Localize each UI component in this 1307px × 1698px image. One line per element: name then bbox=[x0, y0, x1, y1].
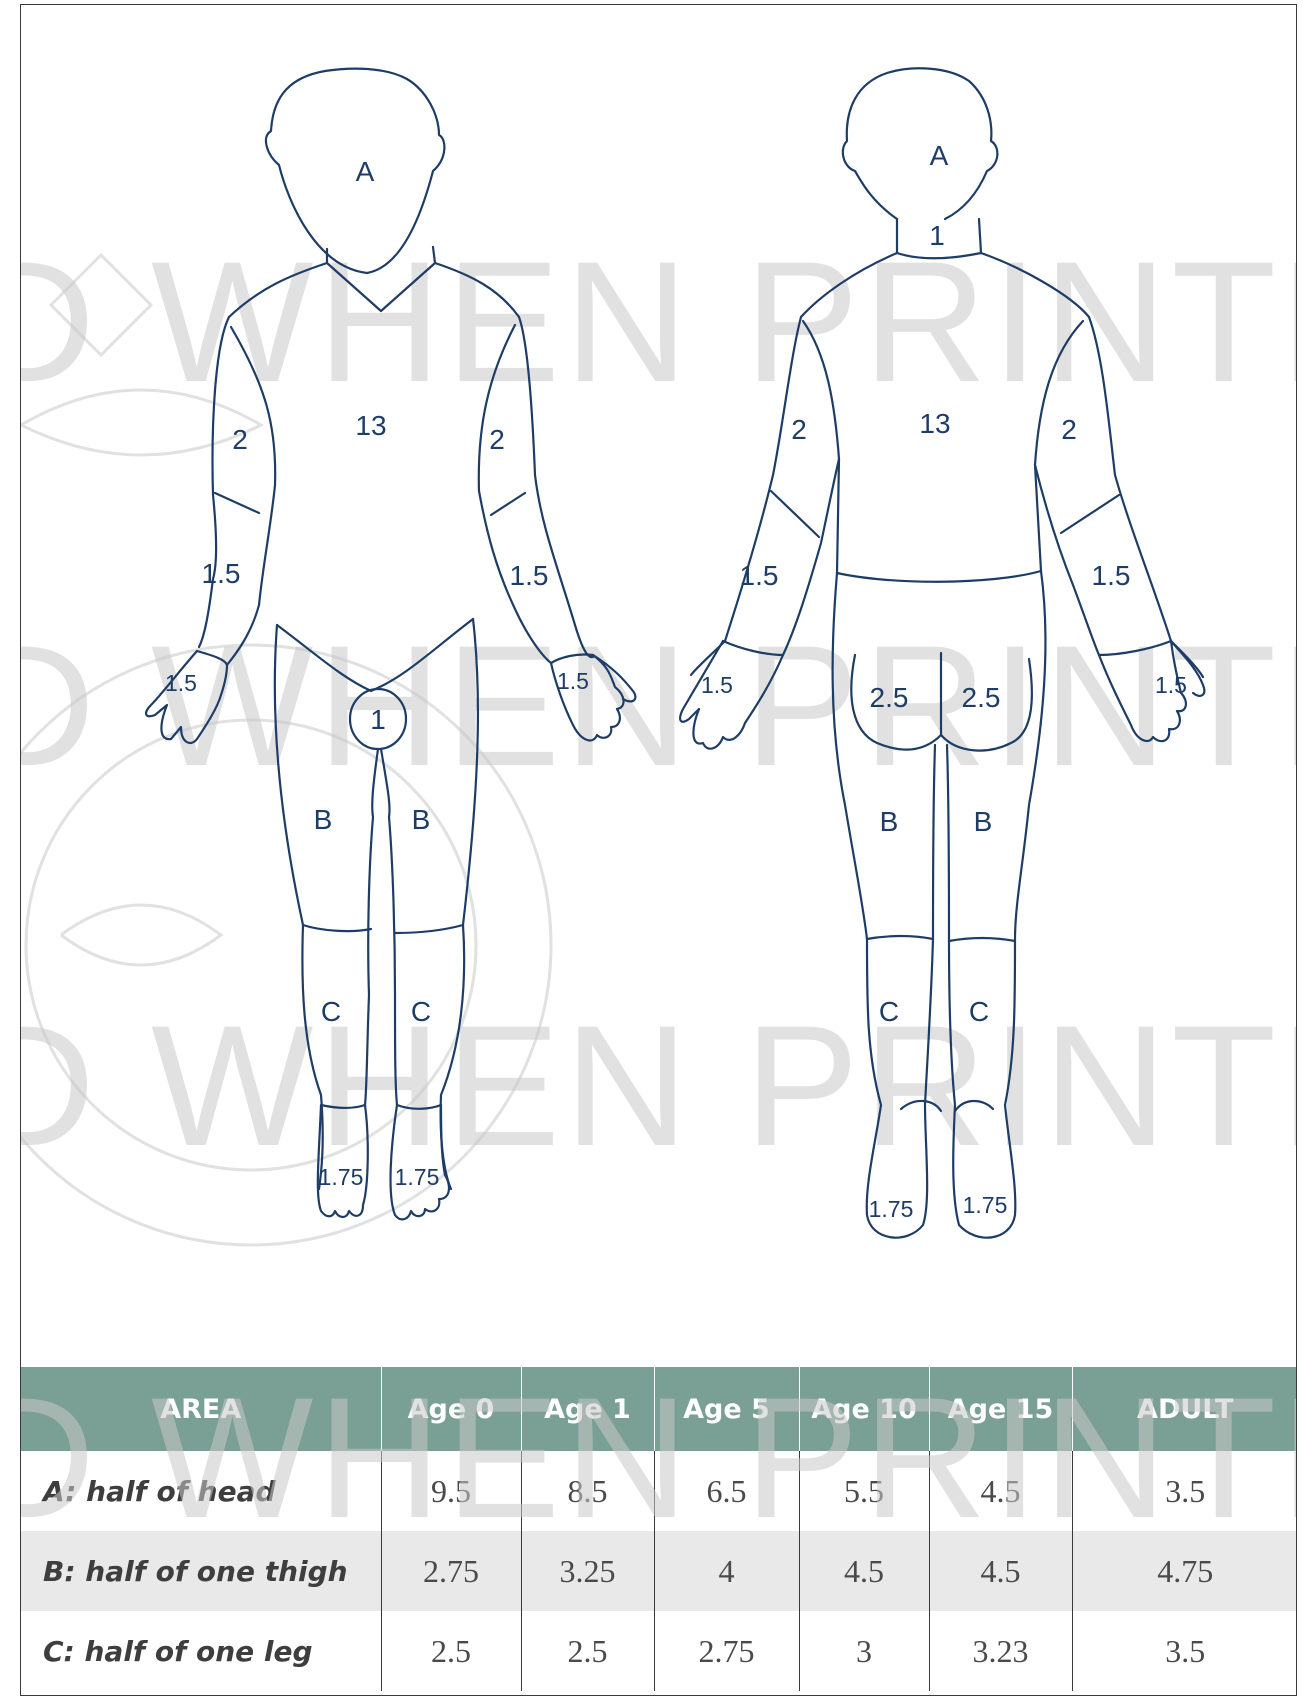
front-knee-right bbox=[303, 925, 371, 931]
printed-watermark: D WHEN PRINTED D WHEN PRINTED D WHEN PRI… bbox=[21, 226, 1297, 1182]
back-label-forearm-left: 1.5 bbox=[740, 560, 779, 591]
burn-area-table: AREA Age 0 Age 1 Age 5 Age 10 Age 15 ADU… bbox=[21, 1367, 1297, 1691]
front-label-foot-left: 1.75 bbox=[395, 1164, 440, 1190]
front-label-head: A bbox=[356, 156, 375, 187]
table-cell: 6.5 bbox=[654, 1451, 799, 1531]
front-label-forearm-left: 1.5 bbox=[510, 560, 549, 591]
front-label-thigh-right: B bbox=[314, 804, 333, 835]
front-label-leg-left: C bbox=[411, 996, 431, 1027]
back-head-outline bbox=[843, 68, 998, 219]
back-elbow-left bbox=[771, 491, 819, 537]
table-header-row: AREA Age 0 Age 1 Age 5 Age 10 Age 15 ADU… bbox=[21, 1367, 1297, 1451]
front-label-foot-right: 1.75 bbox=[319, 1164, 364, 1190]
table-row: C: half of one leg 2.5 2.5 2.75 3 3.23 3… bbox=[21, 1611, 1297, 1691]
front-label-thigh-left: B bbox=[412, 804, 431, 835]
watermark-text: D WHEN PRINTED bbox=[21, 610, 1297, 802]
back-knee-left bbox=[867, 936, 933, 939]
table-cell: 4.75 bbox=[1072, 1531, 1297, 1611]
front-label-upper-arm-left: 2 bbox=[489, 424, 505, 455]
table-cell: 4.5 bbox=[929, 1531, 1072, 1611]
back-label-trunk: 13 bbox=[919, 408, 950, 439]
back-label-upper-arm-left: 2 bbox=[791, 414, 807, 445]
back-label-hand-left: 1.5 bbox=[701, 672, 733, 698]
front-label-trunk: 13 bbox=[355, 410, 386, 441]
table-cell: 4.5 bbox=[799, 1531, 929, 1611]
table-row: B: half of one thigh 2.75 3.25 4 4.5 4.5… bbox=[21, 1531, 1297, 1611]
table-cell: 4.5 bbox=[929, 1451, 1072, 1531]
front-label-hand-left: 1.5 bbox=[557, 668, 589, 694]
table-cell: 2.75 bbox=[381, 1531, 521, 1611]
back-label-upper-arm-right: 2 bbox=[1061, 414, 1077, 445]
table-cell: 3.25 bbox=[521, 1531, 654, 1611]
table-cell: 2.75 bbox=[654, 1611, 799, 1691]
back-label-buttock-left: 2.5 bbox=[870, 682, 909, 713]
back-elbow-right bbox=[1061, 495, 1119, 533]
front-elbow-line-left bbox=[491, 493, 525, 515]
back-waist-line bbox=[837, 571, 1041, 582]
header-age-15: Age 15 bbox=[929, 1367, 1072, 1451]
watermark-text: D WHEN PRINTED bbox=[21, 990, 1297, 1182]
front-label-forearm-right: 1.5 bbox=[202, 558, 241, 589]
back-label-hand-right: 1.5 bbox=[1155, 672, 1187, 698]
header-age-5: Age 5 bbox=[654, 1367, 799, 1451]
header-age-10: Age 10 bbox=[799, 1367, 929, 1451]
front-elbow-line-right bbox=[215, 493, 259, 513]
back-label-leg-left: C bbox=[879, 996, 899, 1027]
back-label-forearm-right: 1.5 bbox=[1092, 560, 1131, 591]
table-cell: 5.5 bbox=[799, 1451, 929, 1531]
header-adult: ADULT bbox=[1072, 1367, 1297, 1451]
back-label-thigh-right: B bbox=[974, 806, 993, 837]
table-cell: 8.5 bbox=[521, 1451, 654, 1531]
row-area-label: A: half of head bbox=[21, 1451, 381, 1531]
table-cell: 3.23 bbox=[929, 1611, 1072, 1691]
table-cell: 3.5 bbox=[1072, 1611, 1297, 1691]
back-label-buttock-right: 2.5 bbox=[962, 682, 1001, 713]
front-label-hand-right: 1.5 bbox=[165, 670, 197, 696]
back-label-foot-right: 1.75 bbox=[963, 1192, 1008, 1218]
front-label-genitals: 1 bbox=[370, 704, 386, 735]
back-knee-right bbox=[949, 938, 1015, 941]
table-cell: 3 bbox=[799, 1611, 929, 1691]
front-label-leg-right: C bbox=[321, 996, 341, 1027]
front-label-upper-arm-right: 2 bbox=[232, 424, 248, 455]
back-label-foot-left: 1.75 bbox=[869, 1196, 914, 1222]
back-trunk-left bbox=[837, 459, 839, 573]
row-area-label: B: half of one thigh bbox=[21, 1531, 381, 1611]
table-cell: 3.5 bbox=[1072, 1451, 1297, 1531]
back-label-thigh-left: B bbox=[880, 806, 899, 837]
table-cell: 2.5 bbox=[381, 1611, 521, 1691]
header-area: AREA bbox=[21, 1367, 381, 1451]
body-diagrams: D WHEN PRINTED D WHEN PRINTED D WHEN PRI… bbox=[21, 5, 1297, 1365]
table-cell: 4 bbox=[654, 1531, 799, 1611]
table-cell: 9.5 bbox=[381, 1451, 521, 1531]
back-label-head: A bbox=[930, 140, 949, 171]
header-age-1: Age 1 bbox=[521, 1367, 654, 1451]
back-label-leg-right: C bbox=[969, 996, 989, 1027]
back-label-neck: 1 bbox=[929, 220, 945, 251]
body-diagram-svg: D WHEN PRINTED D WHEN PRINTED D WHEN PRI… bbox=[21, 5, 1297, 1365]
table-cell: 2.5 bbox=[521, 1611, 654, 1691]
header-age-0: Age 0 bbox=[381, 1367, 521, 1451]
front-knee-left bbox=[395, 925, 463, 933]
document-frame: D WHEN PRINTED D WHEN PRINTED D WHEN PRI… bbox=[20, 4, 1297, 1696]
row-area-label: C: half of one leg bbox=[21, 1611, 381, 1691]
table-row: A: half of head 9.5 8.5 6.5 5.5 4.5 3.5 bbox=[21, 1451, 1297, 1531]
